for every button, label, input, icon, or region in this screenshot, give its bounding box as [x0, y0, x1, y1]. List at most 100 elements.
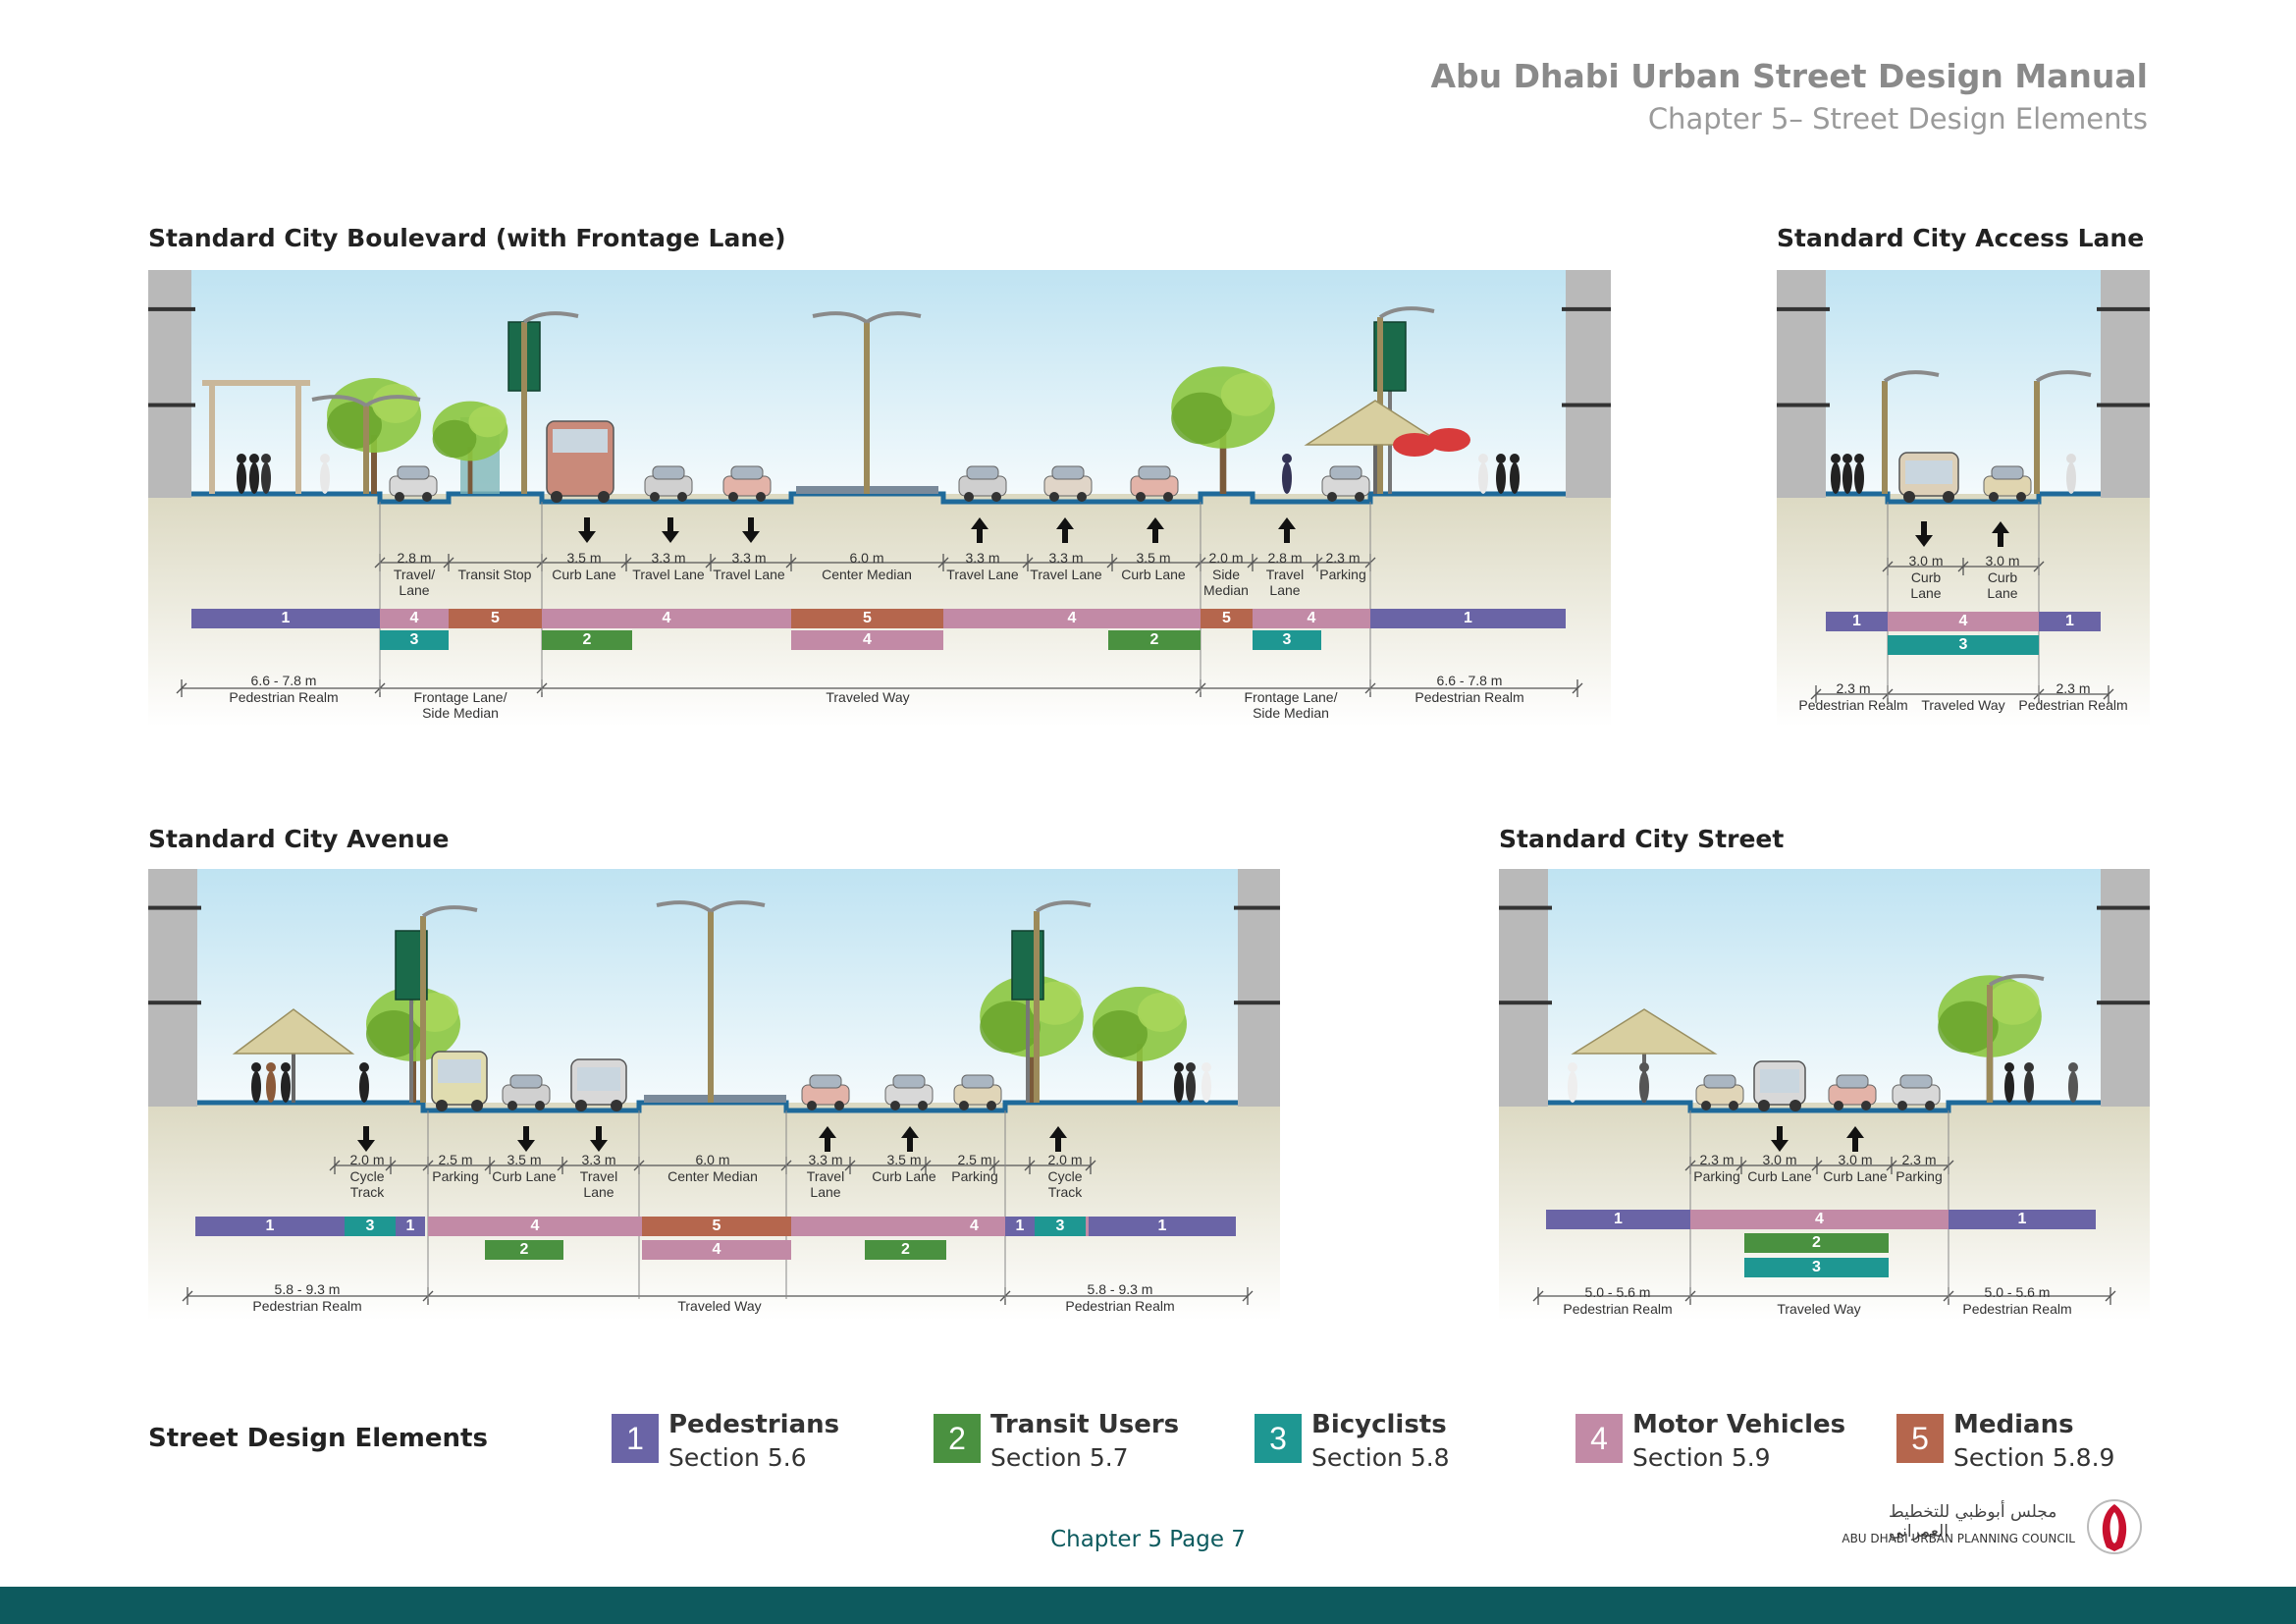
ave-element-bar: 1	[195, 1217, 345, 1236]
blvd-realm-name: Pedestrian Realm	[229, 689, 339, 705]
footer-band	[0, 1587, 2296, 1624]
legend-section: Section 5.8.9	[1953, 1443, 2115, 1472]
blvd-element-bar: 4	[380, 609, 449, 628]
blvd-element-bar: 4	[542, 609, 791, 628]
blvd-element-bar: 2	[1108, 630, 1201, 650]
avenue-title: Standard City Avenue	[148, 825, 450, 853]
blvd-lane-name: Curb Lane	[552, 567, 616, 582]
ave-element-bar: 5	[642, 1217, 791, 1236]
acc-element-bar: 1	[2039, 612, 2101, 631]
blvd-element-bar: 3	[1253, 630, 1321, 650]
ave-element-bar: 2	[485, 1240, 563, 1260]
blvd-lane-width: 3.3 m	[1048, 550, 1084, 566]
blvd-element-bar: 3	[380, 630, 449, 650]
blvd-element-bar: 4	[943, 609, 1201, 628]
legend-section: Section 5.7	[990, 1443, 1129, 1472]
str-element-bar: 4	[1690, 1210, 1949, 1229]
ave-realm-name: Traveled Way	[677, 1298, 762, 1314]
ave-element-bar: 1	[396, 1217, 425, 1236]
legend-title: Street Design Elements	[148, 1424, 488, 1453]
str-lane-name: Parking	[1693, 1168, 1740, 1184]
ave-lane-width: 3.5 m	[507, 1152, 542, 1167]
ave-realm-width: 5.8 - 9.3 m	[1087, 1281, 1153, 1297]
legend-name: Medians	[1953, 1410, 2074, 1439]
blvd-lane-width: 2.0 m	[1208, 550, 1244, 566]
manual-title: Abu Dhabi Urban Street Design Manual	[1430, 57, 2148, 95]
acc-element-bar: 3	[1888, 635, 2039, 655]
acc-element-bar: 4	[1888, 612, 2039, 631]
legend-section: Section 5.9	[1632, 1443, 1771, 1472]
ave-lane-width: 3.5 m	[886, 1152, 922, 1167]
str-realm-name: Traveled Way	[1777, 1301, 1861, 1317]
ave-lane-name: Parking	[432, 1168, 479, 1184]
legend-name: Motor Vehicles	[1632, 1410, 1846, 1439]
blvd-lane-name: Travel Lane	[713, 567, 785, 582]
ave-element-bar: 2	[865, 1240, 946, 1260]
ave-lane-width: 2.0 m	[349, 1152, 385, 1167]
str-lane-name: Parking	[1896, 1168, 1943, 1184]
blvd-element-bar: 5	[791, 609, 943, 628]
legend-name: Transit Users	[990, 1410, 1180, 1439]
ave-realm-name: Pedestrian Realm	[1065, 1298, 1175, 1314]
legend-name: Pedestrians	[668, 1410, 840, 1439]
ave-lane-name: Curb Lane	[872, 1168, 936, 1184]
acc-lane-width: 3.0 m	[1908, 553, 1944, 568]
legend-swatch: 4	[1575, 1414, 1623, 1463]
str-element-bar: 3	[1744, 1258, 1889, 1277]
str-element-bar: 2	[1744, 1233, 1889, 1253]
blvd-lane-name: Travel/Lane	[393, 567, 436, 598]
logo-english-text: ABU DHABI URBAN PLANNING COUNCIL	[1842, 1532, 2075, 1545]
blvd-lane-name: Travel Lane	[946, 567, 1019, 582]
blvd-realm-name: Traveled Way	[826, 689, 910, 705]
ave-realm-width: 5.8 - 9.3 m	[274, 1281, 341, 1297]
acc-element-bar: 1	[1826, 612, 1888, 631]
blvd-realm-width: 6.6 - 7.8 m	[250, 673, 317, 688]
legend-swatch: 2	[934, 1414, 981, 1463]
blvd-lane-width: 2.8 m	[1267, 550, 1303, 566]
blvd-lane-name: Curb Lane	[1121, 567, 1186, 582]
blvd-realm-width: 6.6 - 7.8 m	[1436, 673, 1503, 688]
boulevard-title: Standard City Boulevard (with Frontage L…	[148, 224, 786, 252]
ave-element-bar: 1	[1005, 1217, 1035, 1236]
ave-lane-width: 2.5 m	[957, 1152, 992, 1167]
legend-name: Bicyclists	[1311, 1410, 1447, 1439]
blvd-lane-width: 3.3 m	[651, 550, 686, 566]
str-realm-name: Pedestrian Realm	[1962, 1301, 2072, 1317]
legend-section: Section 5.6	[668, 1443, 807, 1472]
legend-swatch: 5	[1896, 1414, 1944, 1463]
acc-realm-width: 2.3 m	[2056, 680, 2091, 696]
blvd-lane-width: 2.3 m	[1325, 550, 1361, 566]
ave-scene	[148, 869, 1280, 1321]
street-title: Standard City Street	[1499, 825, 1785, 853]
blvd-realm-name: Pedestrian Realm	[1415, 689, 1524, 705]
logo-arabic-text: مجلس أبوظبي للتخطيط العمراني	[1889, 1502, 2057, 1542]
str-lane-width: 3.0 m	[1838, 1152, 1873, 1167]
ave-lane-width: 3.3 m	[808, 1152, 843, 1167]
blvd-lane-width: 2.8 m	[397, 550, 432, 566]
blvd-lane-width: 3.5 m	[566, 550, 602, 566]
acc-realm-name: Pedestrian Realm	[2018, 697, 2128, 713]
str-lane-width: 2.3 m	[1901, 1152, 1937, 1167]
ave-lane-width: 2.0 m	[1047, 1152, 1083, 1167]
acc-realm-name: Pedestrian Realm	[1798, 697, 1908, 713]
str-lane-name: Curb Lane	[1747, 1168, 1812, 1184]
ave-lane-name: Center Median	[667, 1168, 758, 1184]
blvd-lane-width: 6.0 m	[849, 550, 884, 566]
blvd-realm-name: Frontage Lane/Side Median	[413, 689, 507, 721]
str-element-bar: 1	[1546, 1210, 1690, 1229]
legend-swatch: 1	[612, 1414, 659, 1463]
falcon-emblem-icon	[2087, 1499, 2142, 1554]
planning-council-logo: مجلس أبوظبي للتخطيط العمراني ABU DHABI U…	[1842, 1492, 2144, 1561]
blvd-lane-name: Travel Lane	[1030, 567, 1102, 582]
blvd-lane-width: 3.3 m	[965, 550, 1000, 566]
